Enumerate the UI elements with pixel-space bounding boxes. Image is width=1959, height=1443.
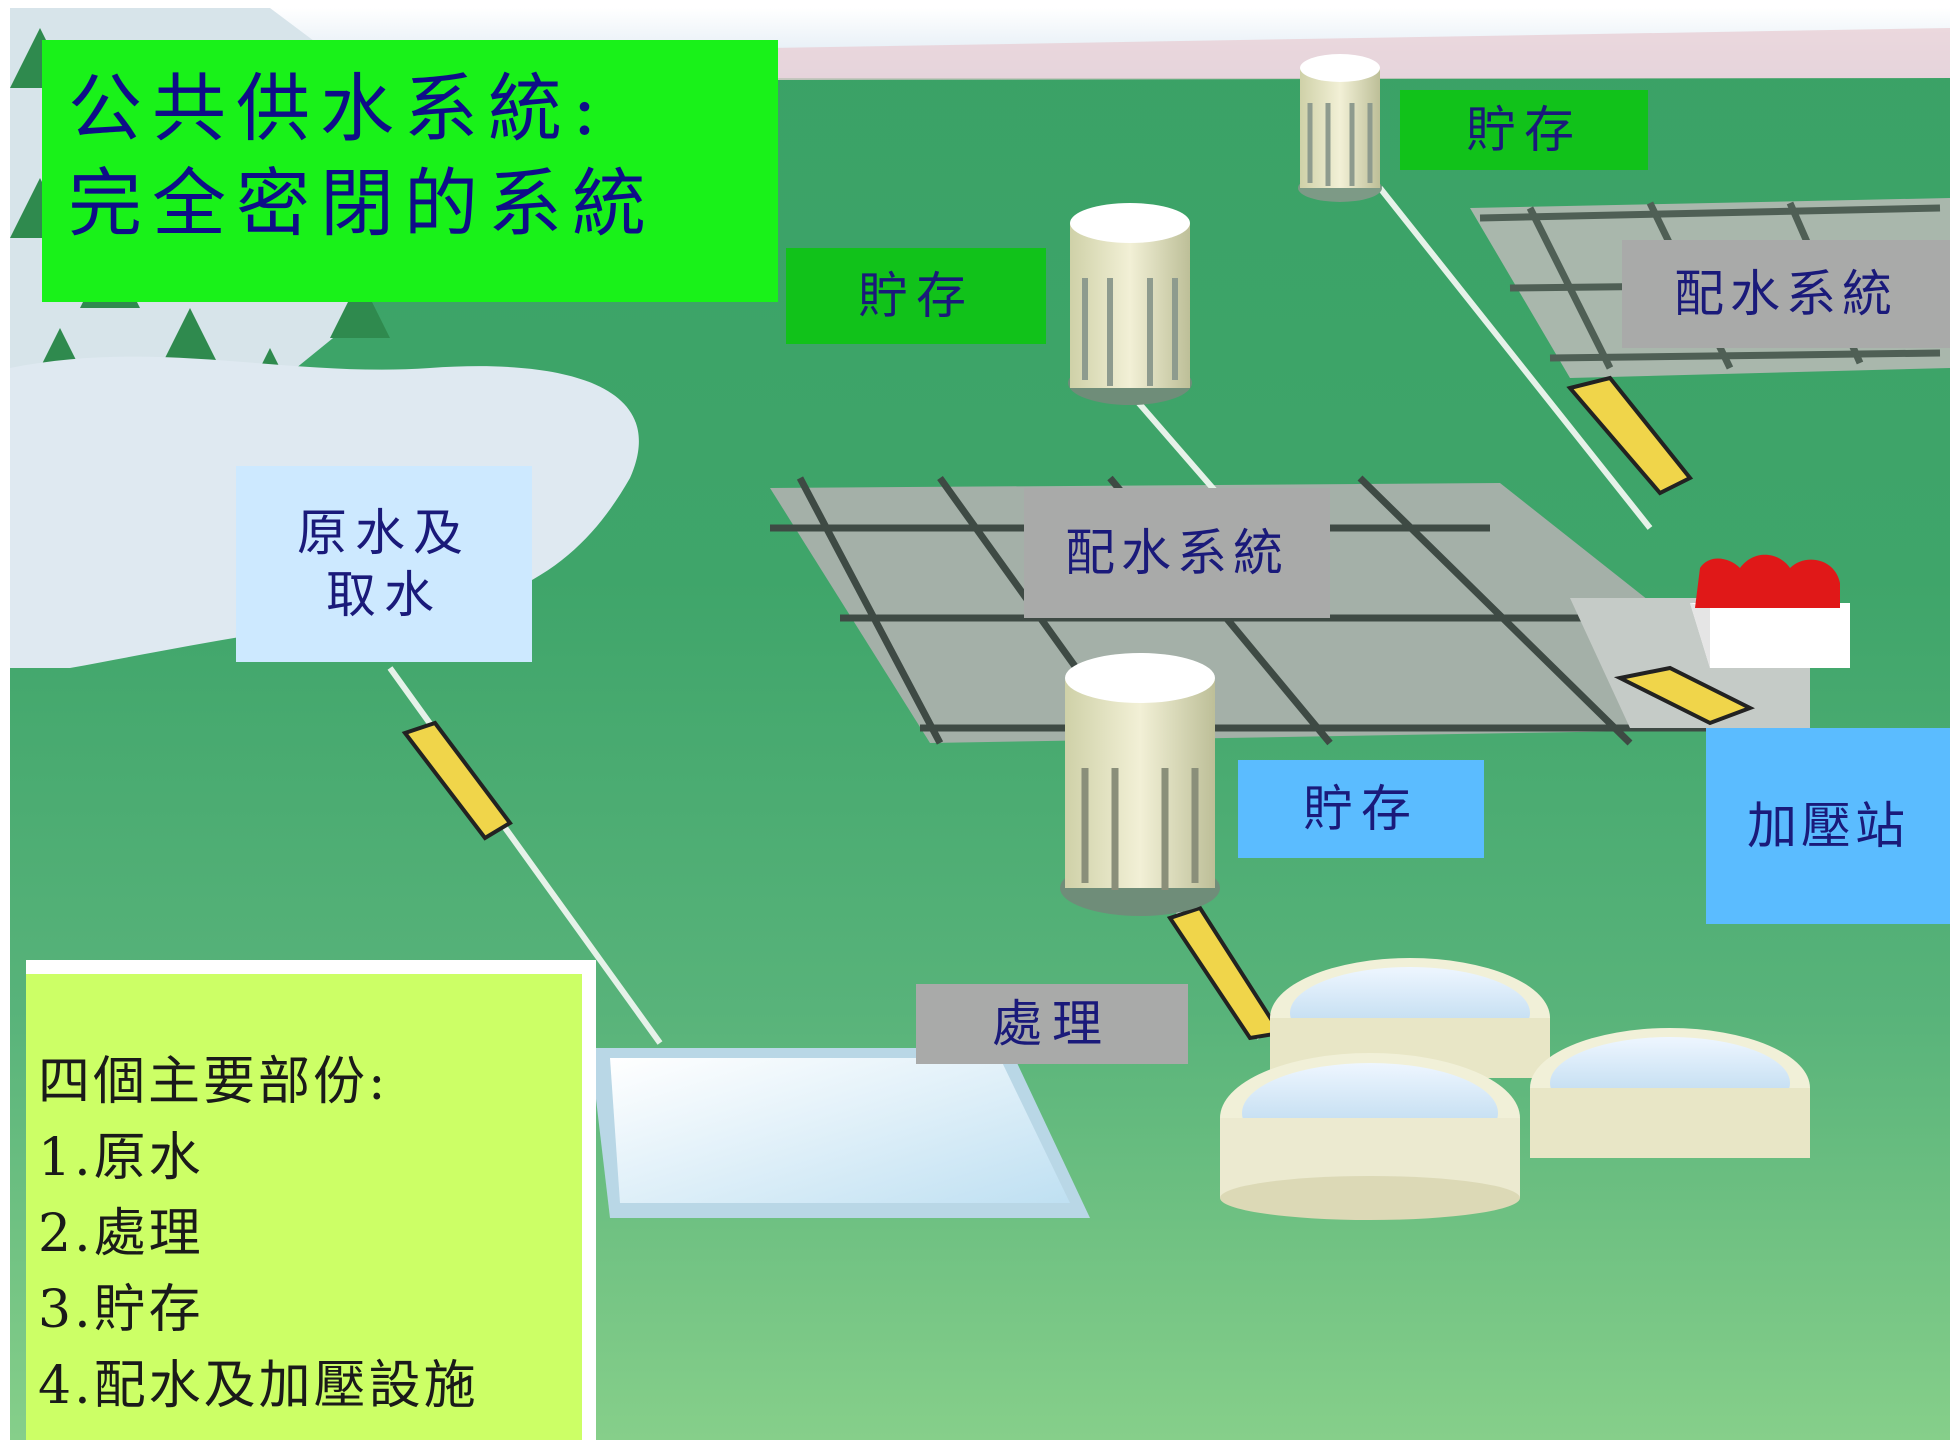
parts-item: 1.原水 bbox=[38, 1128, 204, 1188]
pumps bbox=[401, 375, 1755, 1041]
parts-heading: 四個主要部份: bbox=[38, 1052, 389, 1112]
title-box: 公共供水系統: 完全密閉的系統 bbox=[42, 40, 778, 302]
water-tower-top bbox=[1298, 54, 1382, 202]
treatment-label: 處理 bbox=[916, 984, 1188, 1064]
water-system-scene: 公共供水系統: 完全密閉的系統 貯存 貯存 配水系統 配水系統 原水及 取水 貯… bbox=[10, 8, 1950, 1440]
parts-item: 3.貯存 bbox=[38, 1280, 204, 1340]
distribution-label-upper: 配水系統 bbox=[1622, 240, 1950, 348]
parts-item: 2.處理 bbox=[38, 1204, 204, 1264]
treatment-basins bbox=[590, 958, 1810, 1220]
storage-label-top: 貯存 bbox=[1400, 90, 1648, 170]
water-tower-mid bbox=[1068, 203, 1192, 405]
pink-horizon bbox=[770, 28, 1950, 80]
parts-item: 4.配水及加壓設施 bbox=[38, 1356, 479, 1416]
title-line-1: 公共供水系統: bbox=[68, 66, 607, 152]
booster-building bbox=[1690, 554, 1850, 668]
booster-station-label: 加壓站 bbox=[1706, 728, 1950, 924]
storage-label-mid: 貯存 bbox=[786, 248, 1046, 344]
water-tower-low bbox=[1060, 653, 1220, 916]
title-line-2: 完全密閉的系統 bbox=[68, 160, 656, 247]
storage-label-low: 貯存 bbox=[1238, 760, 1484, 858]
main-parts-box: 四個主要部份: 1.原水 2.處理 3.貯存 4.配水及加壓設施 bbox=[26, 960, 596, 1440]
distribution-label-center: 配水系統 bbox=[1024, 488, 1330, 618]
raw-water-label: 原水及 取水 bbox=[236, 466, 532, 662]
